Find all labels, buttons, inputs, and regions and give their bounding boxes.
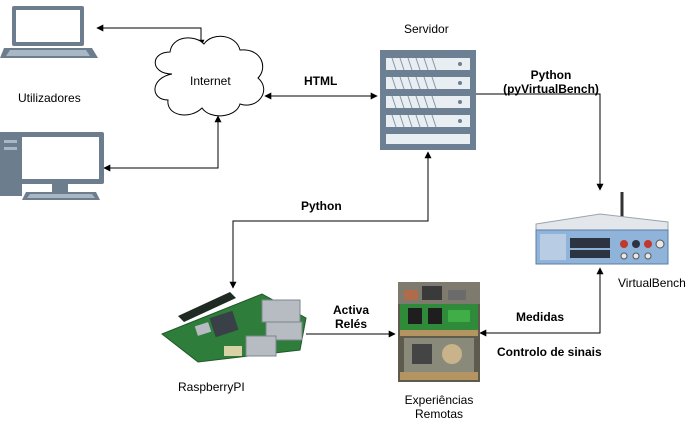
edge-label-activa: Activa <box>332 303 370 317</box>
edge-servidor-raspberry <box>229 151 432 289</box>
edge-label-python-pyvirtualbench: Python (pyVirtualBench) <box>498 68 604 96</box>
experiencias-label-line1: Experiências <box>404 393 474 407</box>
connectors <box>96 24 604 338</box>
internet-label: Internet <box>190 74 231 88</box>
edge-label-controlo-sinais: Controlo de sinais <box>497 345 602 359</box>
edge-virtualbench-experiencias <box>479 267 604 337</box>
edge-label-html: HTML <box>304 74 338 88</box>
edge-label-medidas: Medidas <box>516 310 565 324</box>
edge-label-reles: Relés <box>334 317 368 331</box>
edge-label-activa-reles: Activa Relés <box>326 303 376 331</box>
experiencias-label: Experiências Remotas <box>398 393 480 421</box>
desktop-icon <box>0 132 104 200</box>
experiencias-label-line2: Remotas <box>414 407 464 421</box>
laptop-icon <box>0 6 98 58</box>
edge-desktop-internet <box>103 115 222 172</box>
virtualbench-label: VirtualBench <box>618 276 686 290</box>
edge-servidor-virtualbench <box>476 93 604 191</box>
raspberrypi-label: RaspberryPI <box>178 380 245 394</box>
raspberry-pi-board-icon <box>161 292 307 363</box>
virtualbench-instrument-icon <box>535 192 669 265</box>
edge-label-python: Python <box>530 68 572 82</box>
cloud-icon <box>154 35 265 117</box>
utilizadores-label: Utilizadores <box>18 91 81 105</box>
edge-label-pyvirtualbench: (pyVirtualBench) <box>503 82 599 96</box>
servidor-label: Servidor <box>404 22 449 36</box>
remote-experiment-photo-icon <box>398 282 480 382</box>
edge-laptop-internet <box>96 24 205 47</box>
server-rack-icon <box>380 50 476 150</box>
edge-label-python-raspberry: Python <box>301 199 342 213</box>
